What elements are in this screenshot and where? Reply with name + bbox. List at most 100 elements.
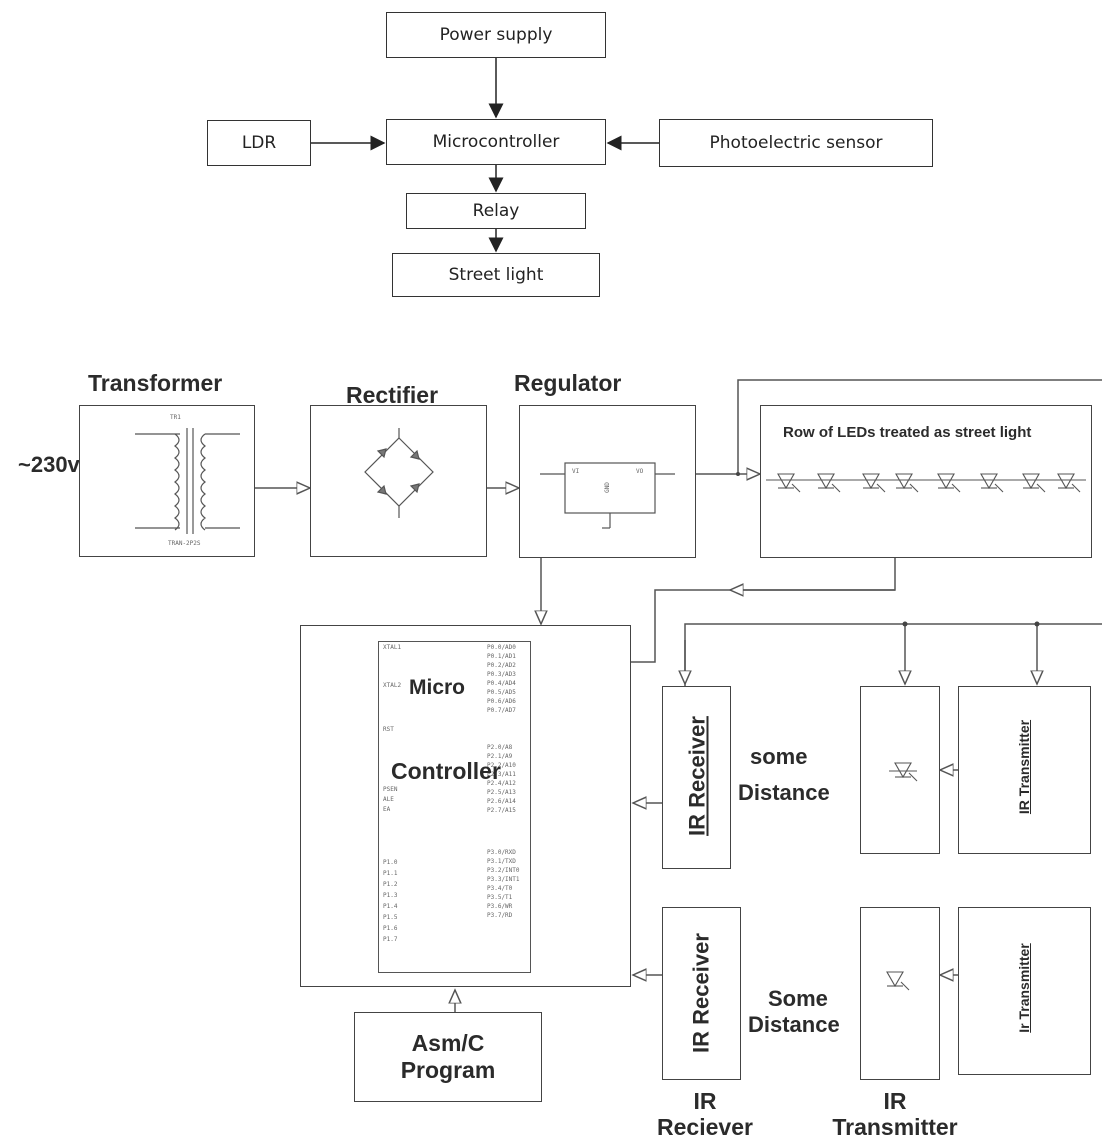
mcu-pin-p17: P1.7 [383,936,398,943]
mcu-pin-p22: P2.2/A10 [487,762,516,769]
mcu-pin-p06: P0.6/AD6 [487,698,516,705]
mcu-pin-p11: P1.1 [383,870,398,877]
mcu-pin-p26: P2.6/A14 [487,798,516,805]
mcu-pin-p03: P0.3/AD3 [487,671,516,678]
transformer-block: TR1 TRAN-2P2S [79,405,255,557]
regulator-vi-pin: VI [572,468,580,475]
ir-transmitter-1-label: IR Transmitter [1016,719,1032,815]
mcu-pin-p25: P2.5/A13 [487,789,516,796]
microcontroller-block: Microcontroller [386,119,606,165]
controller-label: Controller [391,758,501,784]
photoelectric-sensor-label: Photoelectric sensor [709,133,883,153]
bottom-receiver-line2: Reciever [657,1114,753,1140]
mcu-pin-p00: P0.0/AD0 [487,644,516,651]
ir-receiver-1-block: IR Receiver [662,686,731,869]
mcu-pin-p33: P3.3/INT1 [487,876,520,883]
distance-1-line2: Distance [738,780,830,805]
mcu-pin-p32: P3.2/INT0 [487,867,520,874]
mcu-left-pins: XTAL1 XTAL2 RST PSEN ALE EA P1.0 P1.1 P1… [383,644,443,964]
ir-led-1-block [860,686,940,854]
micro-label: Micro [409,676,466,699]
mcu-pin-ea: EA [383,806,391,813]
ir-transmitter-2-block: Ir Transmitter [958,907,1091,1075]
rectifier-title: Rectifier [346,382,439,408]
led-row-symbols [766,473,1086,493]
ir-receiver-1-label: IR Receiver [684,716,710,836]
led-icons [766,473,1086,493]
microcontroller-circuit-block: XTAL1 XTAL2 RST PSEN ALE EA P1.0 P1.1 P1… [300,625,631,987]
transformer-title: Transformer [88,370,223,396]
ir-receiver-2-label: IR Receiver [688,933,714,1053]
mcu-pin-ale: ALE [383,796,394,803]
transformer-ref: TR1 [170,414,181,421]
bottom-transmitter-line1: IR [883,1088,907,1114]
mcu-pin-p16: P1.6 [383,925,398,932]
circuit-wires [255,379,1102,1012]
distance-2-line2: Distance [748,1012,840,1037]
mcu-pin-xtal2: XTAL2 [383,682,402,689]
mcu-pin-p07: P0.7/AD7 [487,707,516,714]
mcu-pin-p35: P3.5/T1 [487,894,513,901]
relay-block: Relay [406,193,586,229]
bottom-receiver-caption: IR Reciever [640,1088,770,1140]
transformer-part: TRAN-2P2S [168,540,201,547]
mcu-chip [378,641,531,973]
mcu-pin-p10: P1.0 [383,859,398,866]
bottom-transmitter-caption: IR Transmitter [810,1088,980,1140]
ir-led-1-icon [889,762,918,782]
mcu-pin-p23: P2.3/A11 [487,771,516,778]
mcu-pin-p02: P0.2/AD2 [487,662,516,669]
ldr-label: LDR [241,133,277,153]
relay-label: Relay [472,201,520,221]
mcu-pin-p27: P2.7/A15 [487,807,516,814]
street-light-label: Street light [448,265,544,285]
mcu-pin-p01: P0.1/AD1 [487,653,516,660]
bottom-receiver-line1: IR [693,1088,717,1114]
power-supply-label: Power supply [439,25,553,45]
transformer-symbol [135,428,240,534]
led-row-label: Row of LEDs treated as street light [783,424,1032,441]
mcu-pin-p21: P2.1/A9 [487,753,513,760]
ir-transmitter-1-block: IR Transmitter [958,686,1091,854]
ir-transmitter-2-label: Ir Transmitter [1016,943,1032,1033]
mcu-pin-xtal1: XTAL1 [383,644,402,651]
program-block: Asm/C Program [354,1012,542,1102]
mcu-pin-p15: P1.5 [383,914,398,921]
power-supply-block: Power supply [386,12,606,58]
mcu-right-pins: P0.0/AD0 P0.1/AD1 P0.2/AD2 P0.3/AD3 P0.4… [487,644,531,964]
mcu-pin-p20: P2.0/A8 [487,744,513,751]
mcu-pin-p37: P3.7/RD [487,912,513,919]
mcu-pin-p24: P2.4/A12 [487,780,516,787]
mcu-pin-p36: P3.6/WR [487,903,513,910]
mcu-pin-p13: P1.3 [383,892,398,899]
street-light-block: Street light [392,253,600,297]
program-label-line1: Asm/C [411,1030,485,1056]
mcu-pin-psen: PSEN [383,786,398,793]
regulator-gnd-pin: GND [603,482,611,493]
photoelectric-sensor-block: Photoelectric sensor [659,119,933,167]
mcu-pin-p30: P3.0/RXD [487,849,516,856]
distance-1-line1: some [750,744,808,769]
block-diagram-arrows [311,58,659,253]
mcu-pin-p31: P3.1/TXD [487,858,516,865]
mcu-pin-p04: P0.4/AD4 [487,680,516,687]
led-row-block: Row of LEDs treated as street light [760,405,1092,558]
mcu-pin-rst: RST [383,726,394,733]
bridge-rectifier-symbol [364,428,434,518]
bottom-transmitter-line2: Transmitter [832,1114,958,1140]
ir-receiver-2-block: IR Receiver [662,907,741,1080]
mcu-pin-p34: P3.4/T0 [487,885,513,892]
mcu-pin-p14: P1.4 [383,903,398,910]
regulator-block: VI VO GND [519,405,696,558]
distance-2-line1: Some [768,986,828,1011]
ir-led-2-icon [886,971,910,991]
ldr-block: LDR [207,120,311,166]
regulator-title: Regulator [514,370,622,396]
rectifier-block [310,405,487,557]
microcontroller-label: Microcontroller [432,132,560,152]
mcu-pin-p05: P0.5/AD5 [487,689,516,696]
regulator-vo-pin: VO [636,468,644,475]
mcu-pin-p12: P1.2 [383,881,398,888]
input-voltage-label: ~230v [18,452,80,477]
